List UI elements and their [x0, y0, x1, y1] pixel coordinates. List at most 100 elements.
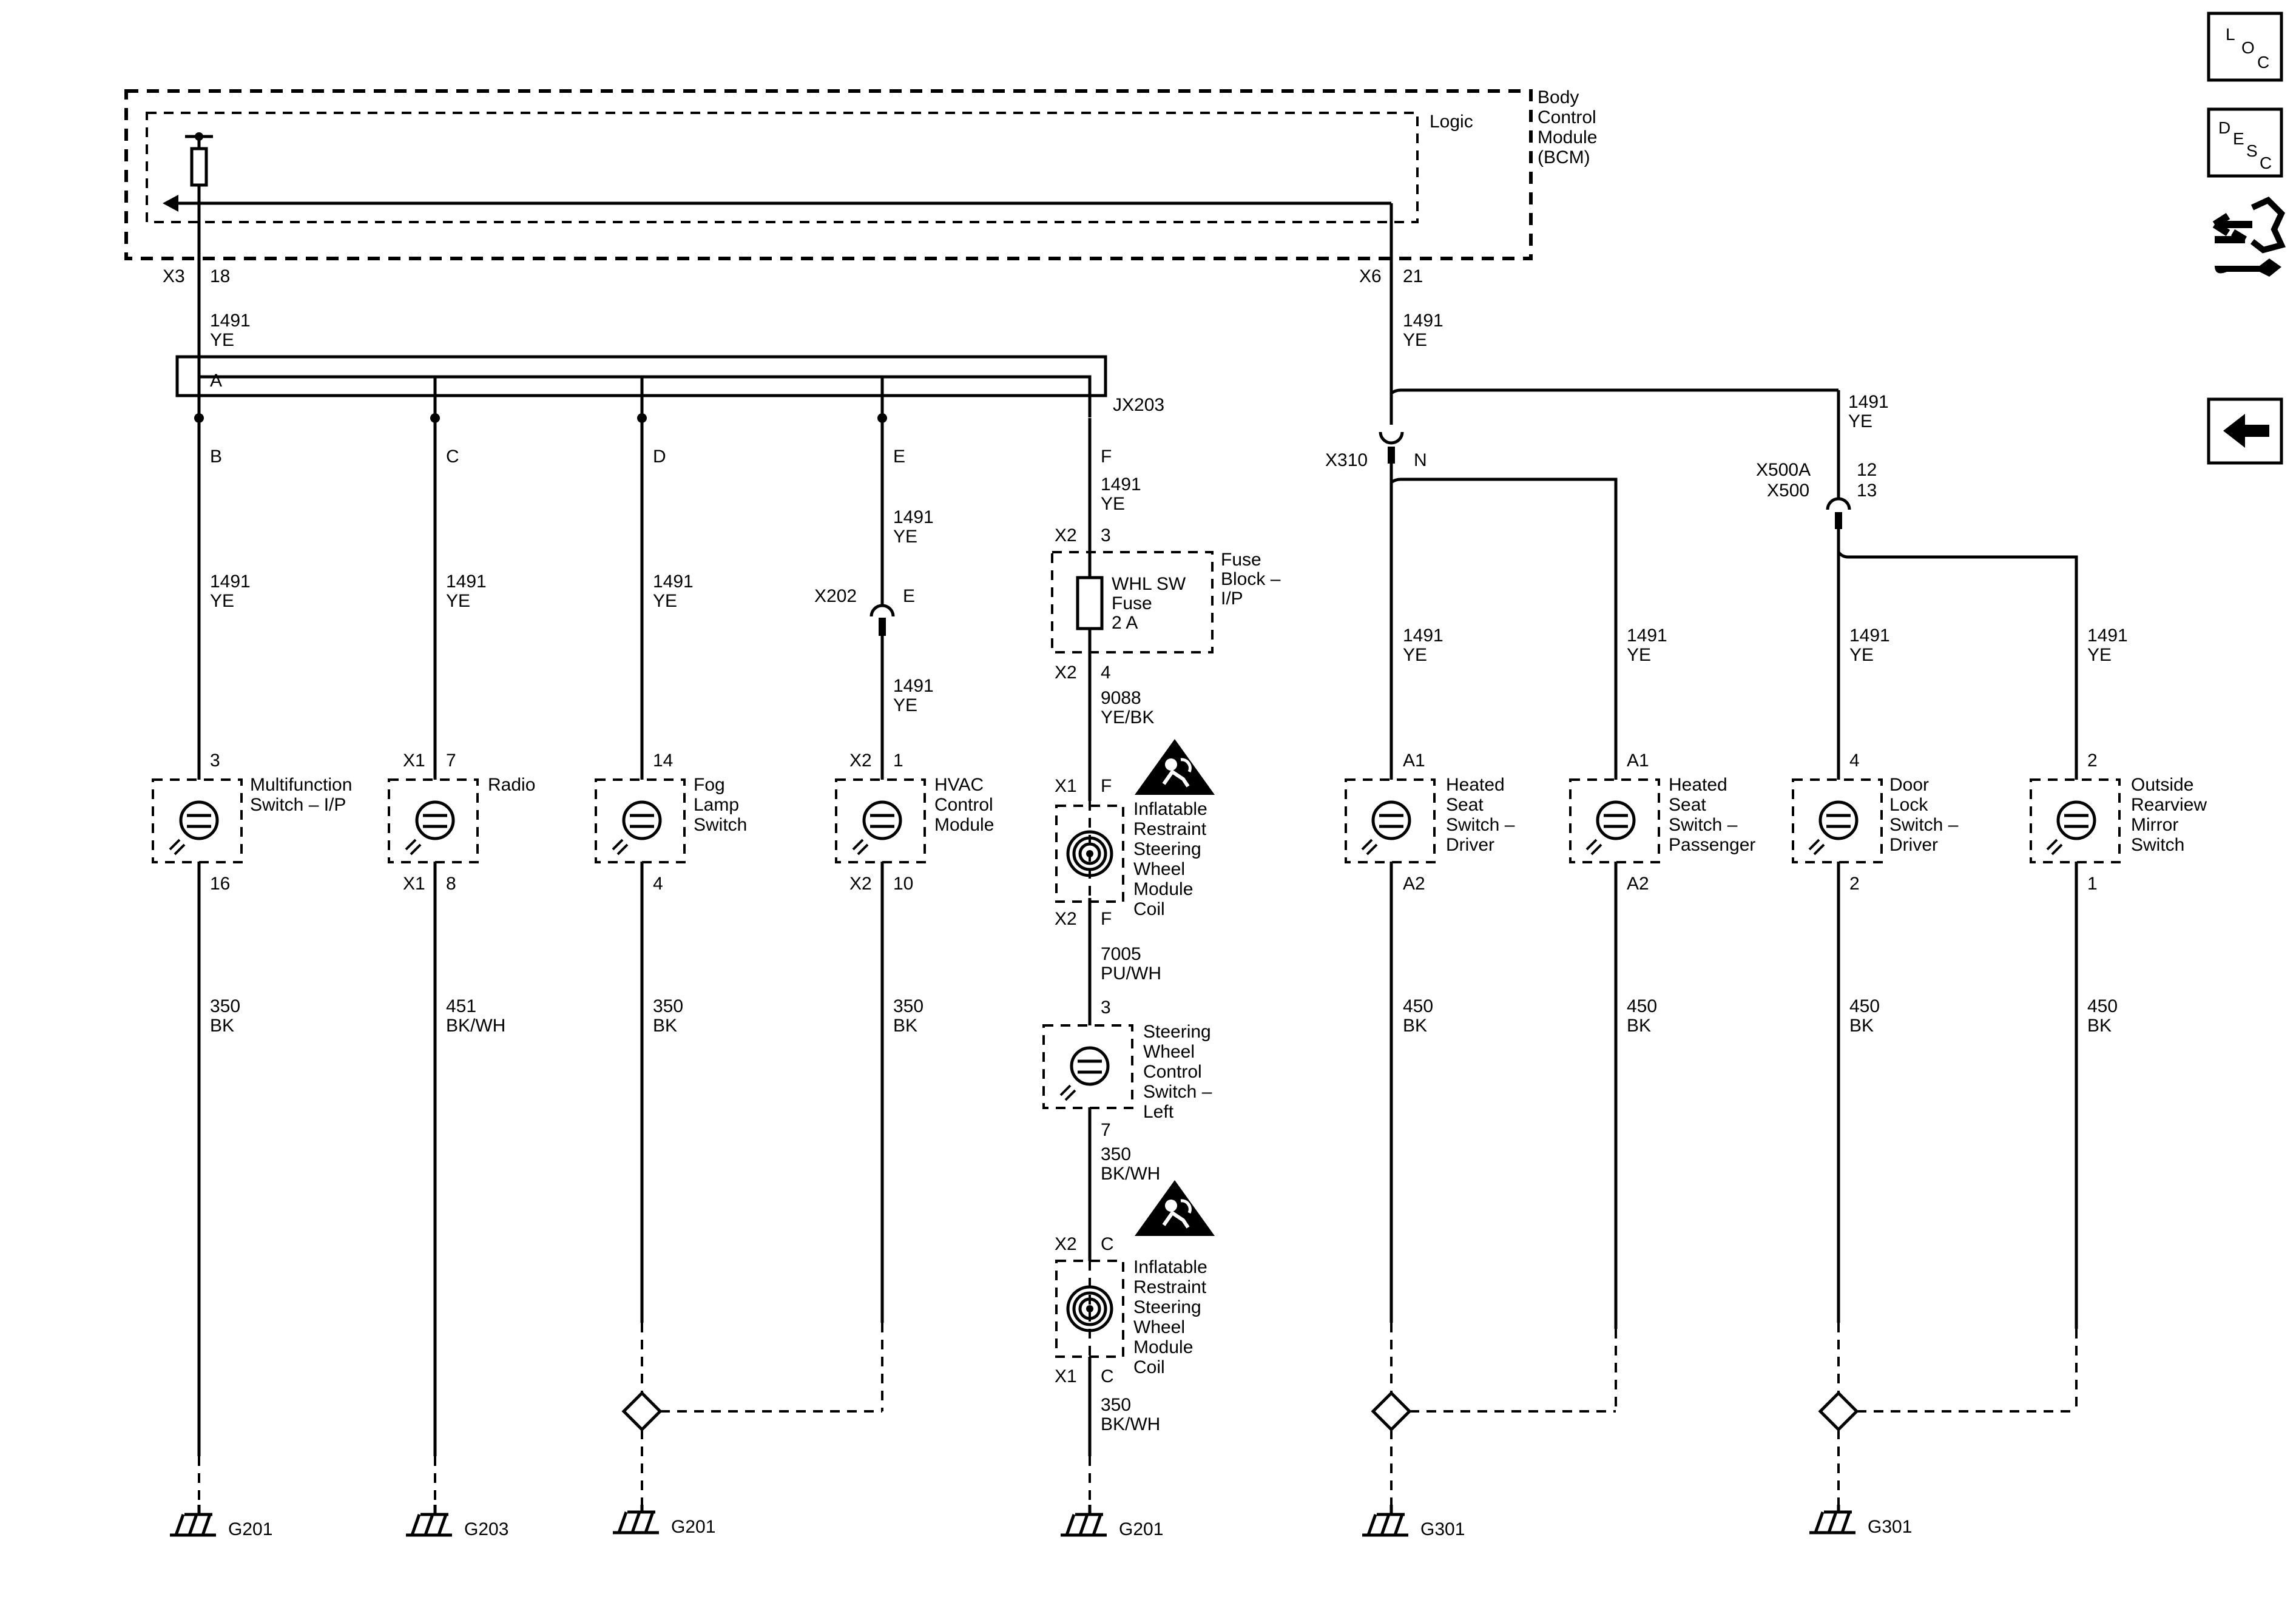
wire-color: YE: [210, 591, 234, 611]
conn-bot: X2: [1055, 663, 1077, 683]
pin-top: A1: [1403, 751, 1425, 771]
pin-bot: 1: [2087, 874, 2098, 894]
component-label-line: Switch: [2131, 835, 2184, 855]
wire-color: PU/WH: [1101, 964, 1161, 984]
pin-bot: C: [1101, 1366, 1114, 1386]
wire-num: 1491: [1849, 626, 1890, 646]
connector-x202-icon: [869, 604, 895, 617]
pin-bot: A2: [1627, 874, 1649, 894]
wire-color: BK/WH: [446, 1016, 505, 1036]
wire-color: YE: [893, 695, 917, 715]
loc-button[interactable]: L O C: [2207, 12, 2283, 82]
fuse-label-line: WHL SW: [1112, 574, 1186, 594]
wire-num: 1491: [1627, 626, 1667, 646]
fuse-block: [1051, 551, 1214, 653]
pin-top: 14: [653, 751, 673, 771]
switch-lamp-icon: [1818, 800, 1859, 840]
pin-top: A1: [1627, 751, 1649, 771]
branch-fog-lamp: 1491 YE 14 Fog Lamp Switch 4 350 BK G201: [595, 418, 882, 1537]
wire-num: 350: [210, 996, 240, 1016]
connector-tool-button[interactable]: [2212, 196, 2286, 277]
wire-num: 450: [1403, 996, 1433, 1016]
switch-lamp-icon: [1371, 800, 1411, 840]
pin-top: 3: [1101, 525, 1111, 545]
bcm-conn-right: X6: [1359, 266, 1382, 286]
splice-pin-f: F: [1101, 447, 1112, 467]
pin-bot: 10: [893, 874, 913, 894]
wire-num: 350: [893, 996, 923, 1016]
bcm-pin-right: 21: [1403, 266, 1423, 286]
pin-bot: 8: [446, 874, 456, 894]
connector-pin: N: [1414, 450, 1427, 470]
component-label-line: Seat: [1446, 795, 1484, 815]
coil-label-line: Wheel: [1133, 1317, 1185, 1337]
wire-num: 1491: [653, 572, 694, 592]
coil-label-line: Steering: [1133, 839, 1201, 859]
component-label-line: Control: [934, 795, 993, 815]
connector-pin: 12: [1857, 460, 1877, 480]
ground-label: G201: [1119, 1519, 1163, 1539]
splice-pin-c: C: [446, 447, 459, 467]
pin-bot: 4: [1101, 663, 1111, 683]
switch-label-line: Switch –: [1143, 1082, 1212, 1102]
switch-lamp-icon: [622, 800, 662, 840]
component-label-line: Module: [934, 815, 994, 835]
desc-button[interactable]: D E S C: [2207, 107, 2283, 178]
svg-text:S: S: [2246, 141, 2258, 160]
component-label-line: Switch – I/P: [250, 795, 346, 815]
pin-top: 2: [2087, 751, 2098, 771]
splice-pin-e: E: [893, 447, 905, 467]
wire-color: BK/WH: [1101, 1164, 1160, 1184]
branch-outside-mirror: 1491 YE 2 Outside Rearview Mirror Switch…: [2030, 626, 2207, 1411]
pin-bot: 4: [653, 874, 663, 894]
component-label-line: Seat: [1669, 795, 1706, 815]
fuse-block-title: I/P: [1221, 589, 1243, 609]
svg-text:E: E: [2233, 129, 2244, 148]
conn-top: X2: [1055, 1234, 1077, 1254]
switch-label-line: Steering: [1143, 1022, 1211, 1042]
wire-color: BK: [1627, 1016, 1651, 1036]
connector-tool-icon: [2212, 196, 2286, 277]
wire-color: BK: [893, 1016, 917, 1036]
back-button[interactable]: [2207, 397, 2283, 465]
svg-text:C: C: [2260, 154, 2272, 172]
connector-pin: E: [903, 586, 915, 606]
wire-num: 350: [1101, 1144, 1131, 1164]
component-label-line: Lock: [1889, 795, 1928, 815]
wire-color: BK/WH: [1101, 1414, 1160, 1434]
fuse-label-line: 2 A: [1112, 613, 1138, 633]
coil-label-line: Restraint: [1133, 819, 1207, 839]
component-label-line: Fog: [694, 775, 725, 795]
ground-icon: [1809, 1505, 1855, 1534]
connector-x500-icon: [1826, 497, 1851, 510]
component-label-line: Driver: [1889, 835, 1938, 855]
conn-top: X1: [1055, 776, 1077, 796]
conn-top: X2: [849, 751, 872, 771]
coil-label-line: Steering: [1133, 1297, 1201, 1317]
component-label-line: Switch: [694, 815, 747, 835]
pin-bot: A2: [1403, 874, 1425, 894]
branch-radio: 1491 YE X1 7 Radio X1 8 451 BK/WH G203: [388, 418, 535, 1539]
airbag-warning-icon: [1135, 739, 1215, 795]
conn-bot: X1: [403, 874, 425, 894]
conn-bot: X1: [1055, 1366, 1077, 1386]
component-label-line: Multifunction: [250, 775, 352, 795]
wire-num: 450: [1627, 996, 1657, 1016]
logic-label: Logic: [1430, 112, 1473, 132]
connector-pin: 13: [1857, 481, 1877, 501]
splice-pin-in: A: [210, 371, 222, 391]
bcm-name-line-4: (BCM): [1538, 147, 1590, 167]
coil-label-line: Coil: [1133, 899, 1165, 919]
component-label-line: Mirror: [2131, 815, 2178, 835]
switch-lamp-icon: [862, 800, 902, 840]
wire-color: YE: [1627, 645, 1651, 665]
wire-color: YE: [446, 591, 470, 611]
switch-label-line: Left: [1143, 1102, 1174, 1122]
fuse-label-line: Fuse: [1112, 593, 1152, 613]
wire-num: 1491: [893, 507, 934, 527]
switch-lamp-icon: [415, 800, 455, 840]
coil-label-line: Restraint: [1133, 1277, 1207, 1297]
wire-num: 1491: [1403, 626, 1443, 646]
wire-num: 1491: [1101, 474, 1141, 495]
